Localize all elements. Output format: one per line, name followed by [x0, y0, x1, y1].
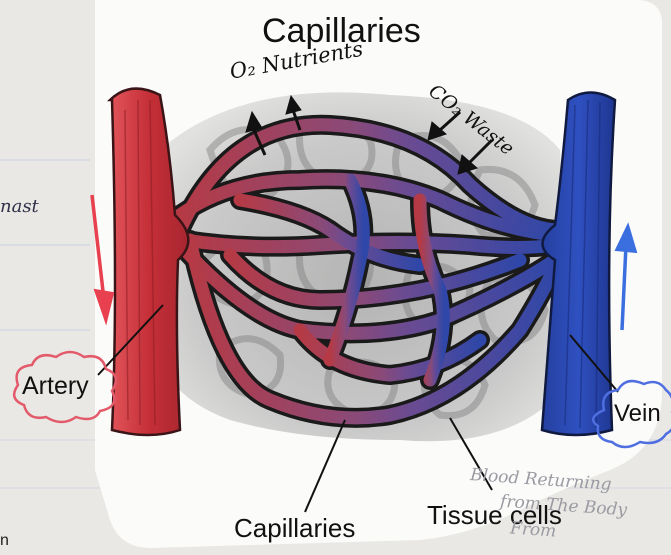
faded-note-line-3: From [509, 518, 557, 541]
margin-handwriting: nast [0, 196, 39, 217]
capillaries-label: Capillaries [234, 513, 355, 544]
vein-label: Vein [614, 400, 661, 428]
edge-handwriting: n [0, 532, 9, 550]
artery-label: Artery [22, 372, 89, 401]
